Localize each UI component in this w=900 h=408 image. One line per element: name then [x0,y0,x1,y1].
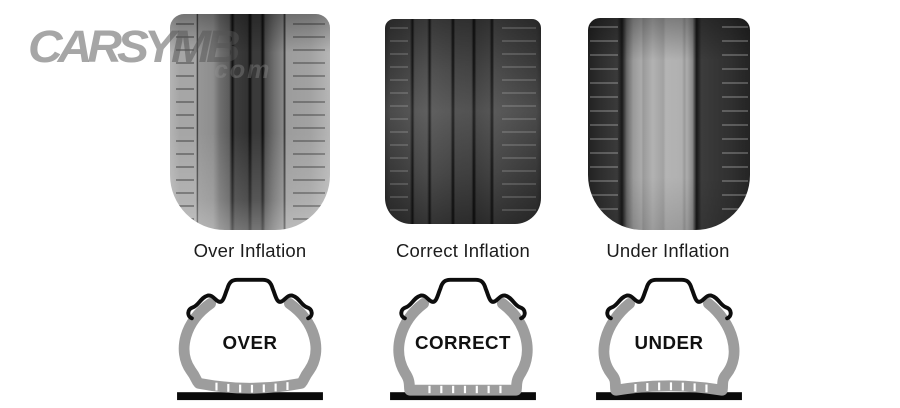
diagram-label-under: UNDER [634,332,703,353]
tire-sidewall-over [178,298,322,394]
tread-photo-over-inflation [170,14,330,230]
tread-sipes [634,382,708,393]
tread-sipes [215,382,289,393]
tread-photo-correct-inflation [385,19,541,224]
tire-sidewall-under [598,298,740,396]
tread-sipes [428,385,502,394]
diagram-label-correct: CORRECT [415,332,511,353]
cross-section-over: OVER [177,277,323,401]
wheel-rim-outline [186,277,314,321]
cross-section-correct: CORRECT [390,277,536,401]
caption-correct-inflation: Correct Inflation [396,240,530,261]
cross-section-under: UNDER [596,277,742,401]
caption-over-inflation: Over Inflation [193,240,307,261]
tread-photo-under-inflation [588,18,750,230]
wheel-rim-outline [399,277,527,321]
ground-bar [596,392,742,401]
brand-logo-subtext: com [214,56,272,84]
brand-logo-text: CARSYMB [28,22,241,73]
tire-sidewall-correct [393,298,533,396]
diagram-label-over: OVER [222,332,277,353]
caption-under-inflation: Under Inflation [606,240,730,261]
ground-bar [177,392,323,401]
wheel-rim-outline [605,277,733,321]
ground-bar [390,392,536,401]
